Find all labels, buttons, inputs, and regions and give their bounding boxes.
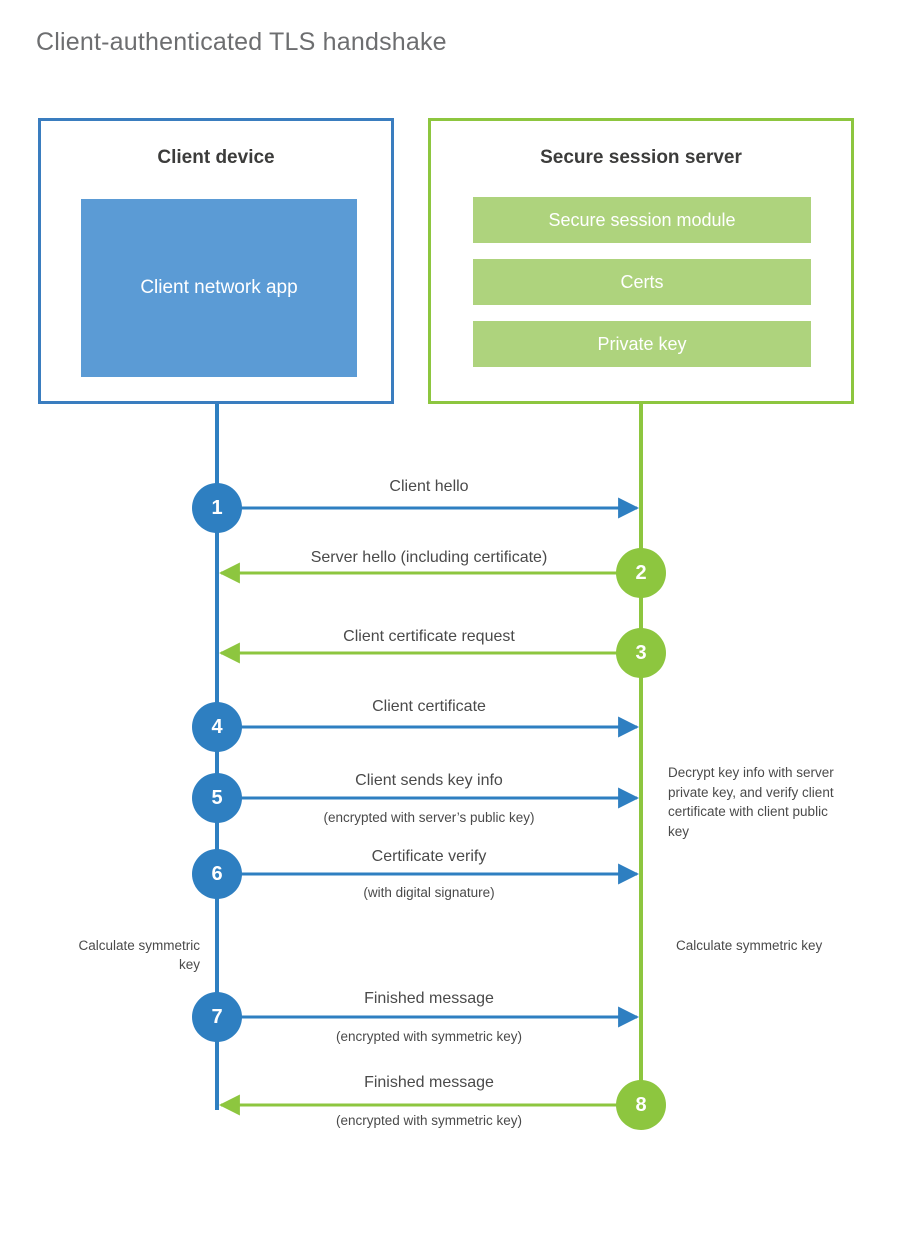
step-badge-6: 6 — [192, 849, 242, 899]
client-network-app-block: Client network app — [81, 199, 357, 377]
message-sublabel-7: (encrypted with symmetric key) — [335, 1029, 523, 1044]
server-component-private-key: Private key — [473, 321, 811, 367]
page-title: Client-authenticated TLS handshake — [36, 28, 447, 56]
message-label-3: Client certificate request — [343, 628, 515, 645]
step-badge-5: 5 — [192, 773, 242, 823]
step-badge-2: 2 — [616, 548, 666, 598]
server-component-secure-session-module: Secure session module — [473, 197, 811, 243]
secure-session-server-title: Secure session server — [540, 147, 742, 168]
message-label-7: Finished message — [364, 990, 494, 1007]
message-label-6: Certificate verify — [371, 848, 487, 865]
step-badge-8: 8 — [616, 1080, 666, 1130]
message-label-1: Client hello — [389, 478, 469, 495]
message-label-2: Server hello (including certificate) — [310, 549, 548, 566]
message-sublabel-6: (with digital signature) — [363, 885, 495, 900]
message-label-8: Finished message — [364, 1074, 494, 1091]
step-badge-7: 7 — [192, 992, 242, 1042]
message-label-5: Client sends key info — [355, 772, 503, 789]
note-server-decrypt-key-info: Decrypt key info with server private key… — [668, 765, 834, 839]
secure-session-server-box: Secure session server Secure session mod… — [428, 118, 854, 404]
step-badge-3: 3 — [616, 628, 666, 678]
step-badge-1: 1 — [192, 483, 242, 533]
note-client-calculate-symmetric-key: Calculate symmetric key — [78, 938, 200, 972]
message-sublabel-5: (encrypted with server’s public key) — [323, 810, 535, 825]
message-sublabel-8: (encrypted with symmetric key) — [335, 1113, 523, 1128]
client-device-box: Client device Client network app — [38, 118, 394, 404]
message-label-4: Client certificate — [372, 698, 486, 715]
server-component-certs: Certs — [473, 259, 811, 305]
client-device-title: Client device — [157, 147, 275, 168]
note-server-calculate-symmetric-key: Calculate symmetric key — [676, 938, 823, 953]
step-badge-4: 4 — [192, 702, 242, 752]
